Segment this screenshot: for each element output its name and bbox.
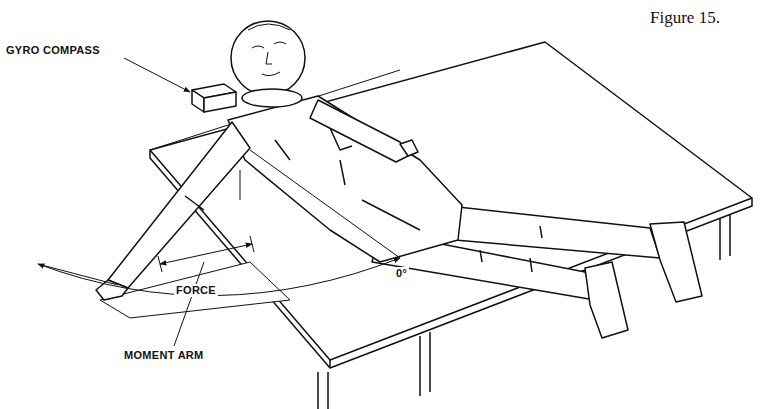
- helmet: [231, 21, 305, 107]
- astronaut-torso: [228, 96, 462, 262]
- table: [150, 42, 752, 409]
- gyro-compass-box: [192, 84, 236, 112]
- angle-lines: [38, 150, 400, 296]
- leader-lines: [124, 58, 254, 346]
- angle-label: 0°: [394, 267, 409, 280]
- figure-caption: Figure 15.: [650, 8, 720, 28]
- callout-label: GYRO COMPASS: [4, 44, 102, 57]
- callout-label: MOMENT ARM: [122, 349, 206, 362]
- callout-label: FORCE: [174, 284, 218, 297]
- astronaut-arm: [96, 122, 250, 300]
